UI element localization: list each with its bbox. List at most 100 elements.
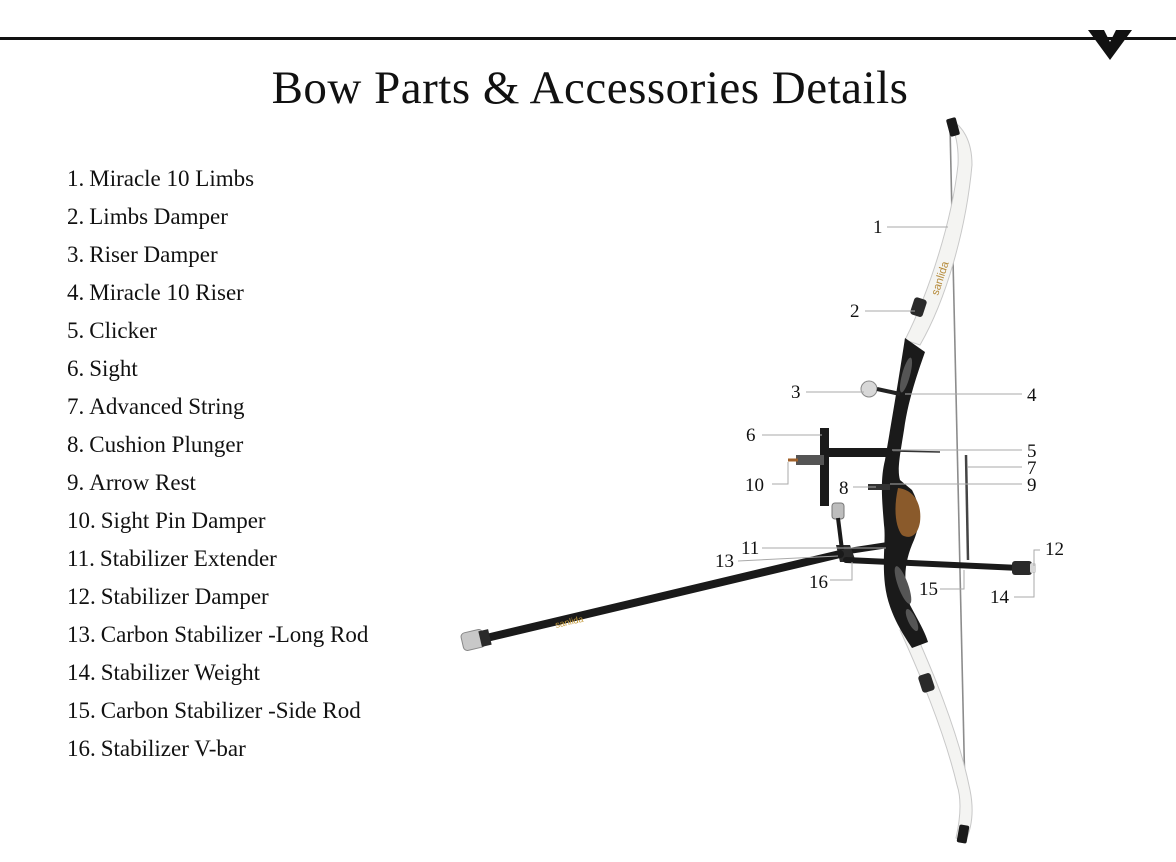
chevron-down-icon (1088, 30, 1132, 60)
part-name: Sight Pin Damper (100, 508, 266, 533)
part-number: 10. (67, 508, 96, 533)
callout-3: 3 (791, 382, 801, 403)
part-name: Stabilizer V-bar (100, 736, 246, 761)
sight-bar (822, 448, 892, 457)
riser-cutout (894, 566, 912, 604)
part-number: 12. (67, 584, 96, 609)
part-name: Stabilizer Weight (100, 660, 261, 685)
list-item: 10.Sight Pin Damper (67, 502, 368, 540)
list-item: 16.Stabilizer V-bar (67, 730, 368, 768)
part-number: 4. (67, 280, 85, 305)
part-number: 16. (67, 736, 96, 761)
list-item: 14.Stabilizer Weight (67, 654, 368, 692)
extender-stem (836, 517, 844, 551)
riser-damper (860, 380, 878, 398)
upper-limb (904, 119, 973, 346)
list-item: 7.Advanced String (67, 388, 368, 426)
leader-line-13 (737, 555, 839, 562)
sight-block (820, 428, 829, 506)
part-number: 11. (67, 546, 95, 571)
cushion-plunger (868, 484, 890, 490)
parts-list: 1.Miracle 10 Limbs 2.Limbs Damper 3.Rise… (67, 160, 368, 768)
part-name: Miracle 10 Riser (89, 280, 244, 305)
list-item: 1.Miracle 10 Limbs (67, 160, 368, 198)
part-name: Arrow Rest (89, 470, 196, 495)
side-rod-damper (1030, 563, 1036, 573)
part-number: 6. (67, 356, 85, 381)
list-item: 3.Riser Damper (67, 236, 368, 274)
leader-line-16 (830, 562, 853, 581)
part-number: 7. (67, 394, 85, 419)
list-item: 6.Sight (67, 350, 368, 388)
lower-limb-tip (956, 824, 970, 844)
part-number: 9. (67, 470, 85, 495)
callout-12: 12 (1045, 539, 1064, 560)
callout-6: 6 (746, 425, 756, 446)
long-rod-weight-collar (478, 629, 492, 647)
part-name: Carbon Stabilizer -Long Rod (100, 622, 369, 647)
part-number: 8. (67, 432, 85, 457)
rod-brand-mark: sanlida (554, 614, 584, 630)
callout-13: 13 (715, 551, 734, 572)
part-number: 15. (67, 698, 96, 723)
callout-15: 15 (919, 579, 938, 600)
part-name: Riser Damper (89, 242, 218, 267)
part-number: 2. (67, 204, 85, 229)
sight-aperture (796, 455, 824, 465)
part-number: 14. (67, 660, 96, 685)
callout-14: 14 (990, 587, 1010, 608)
extender-damper (831, 502, 845, 520)
clicker (892, 450, 941, 453)
part-name: Stabilizer Damper (100, 584, 269, 609)
part-name: Miracle 10 Limbs (89, 166, 255, 191)
part-name: Clicker (89, 318, 157, 343)
callout-1: 1 (873, 217, 883, 238)
part-name: Limbs Damper (89, 204, 228, 229)
riser-cutout (899, 357, 913, 393)
leader-line-15 (940, 570, 965, 590)
part-name: Carbon Stabilizer -Side Rod (100, 698, 361, 723)
part-name: Stabilizer Extender (99, 546, 277, 571)
top-rule (0, 37, 1176, 40)
part-name: Sight (89, 356, 138, 381)
callout-11: 11 (741, 538, 759, 559)
list-item: 11.Stabilizer Extender (67, 540, 368, 578)
leader-line-10 (772, 462, 789, 485)
leader-line-12 (1033, 549, 1040, 566)
callout-10: 10 (745, 475, 764, 496)
part-number: 3. (67, 242, 85, 267)
callout-4: 4 (1027, 385, 1037, 406)
upper-limb-tip (946, 117, 960, 137)
callout-5: 5 (1027, 441, 1037, 462)
list-item: 9.Arrow Rest (67, 464, 368, 502)
part-number: 1. (67, 166, 85, 191)
callout-7: 7 (1027, 458, 1037, 479)
list-item: 13.Carbon Stabilizer -Long Rod (67, 616, 368, 654)
part-name: Cushion Plunger (89, 432, 244, 457)
list-item: 8.Cushion Plunger (67, 426, 368, 464)
callout-9: 9 (1027, 475, 1037, 496)
string-center-serving (964, 454, 970, 561)
part-name: Advanced String (89, 394, 245, 419)
list-item: 5.Clicker (67, 312, 368, 350)
carbon-long-rod (474, 550, 844, 644)
list-item: 4.Miracle 10 Riser (67, 274, 368, 312)
list-item: 15.Carbon Stabilizer -Side Rod (67, 692, 368, 730)
riser-grip (895, 488, 921, 537)
lower-limbs-damper (918, 673, 935, 693)
riser-cutout (905, 608, 919, 632)
list-item: 12.Stabilizer Damper (67, 578, 368, 616)
carbon-side-rod (843, 557, 1023, 571)
list-item: 2.Limbs Damper (67, 198, 368, 236)
page-title: Bow Parts & Accessories Details (271, 62, 909, 114)
limbs-damper (910, 297, 927, 317)
part-number: 5. (67, 318, 85, 343)
riser-damper-rod (876, 387, 901, 396)
side-rod-weight (1012, 561, 1032, 575)
leader-line-14 (1014, 572, 1035, 598)
part-number: 13. (67, 622, 96, 647)
callout-16: 16 (809, 572, 828, 593)
callout-8: 8 (839, 478, 849, 499)
callout-2: 2 (850, 301, 860, 322)
